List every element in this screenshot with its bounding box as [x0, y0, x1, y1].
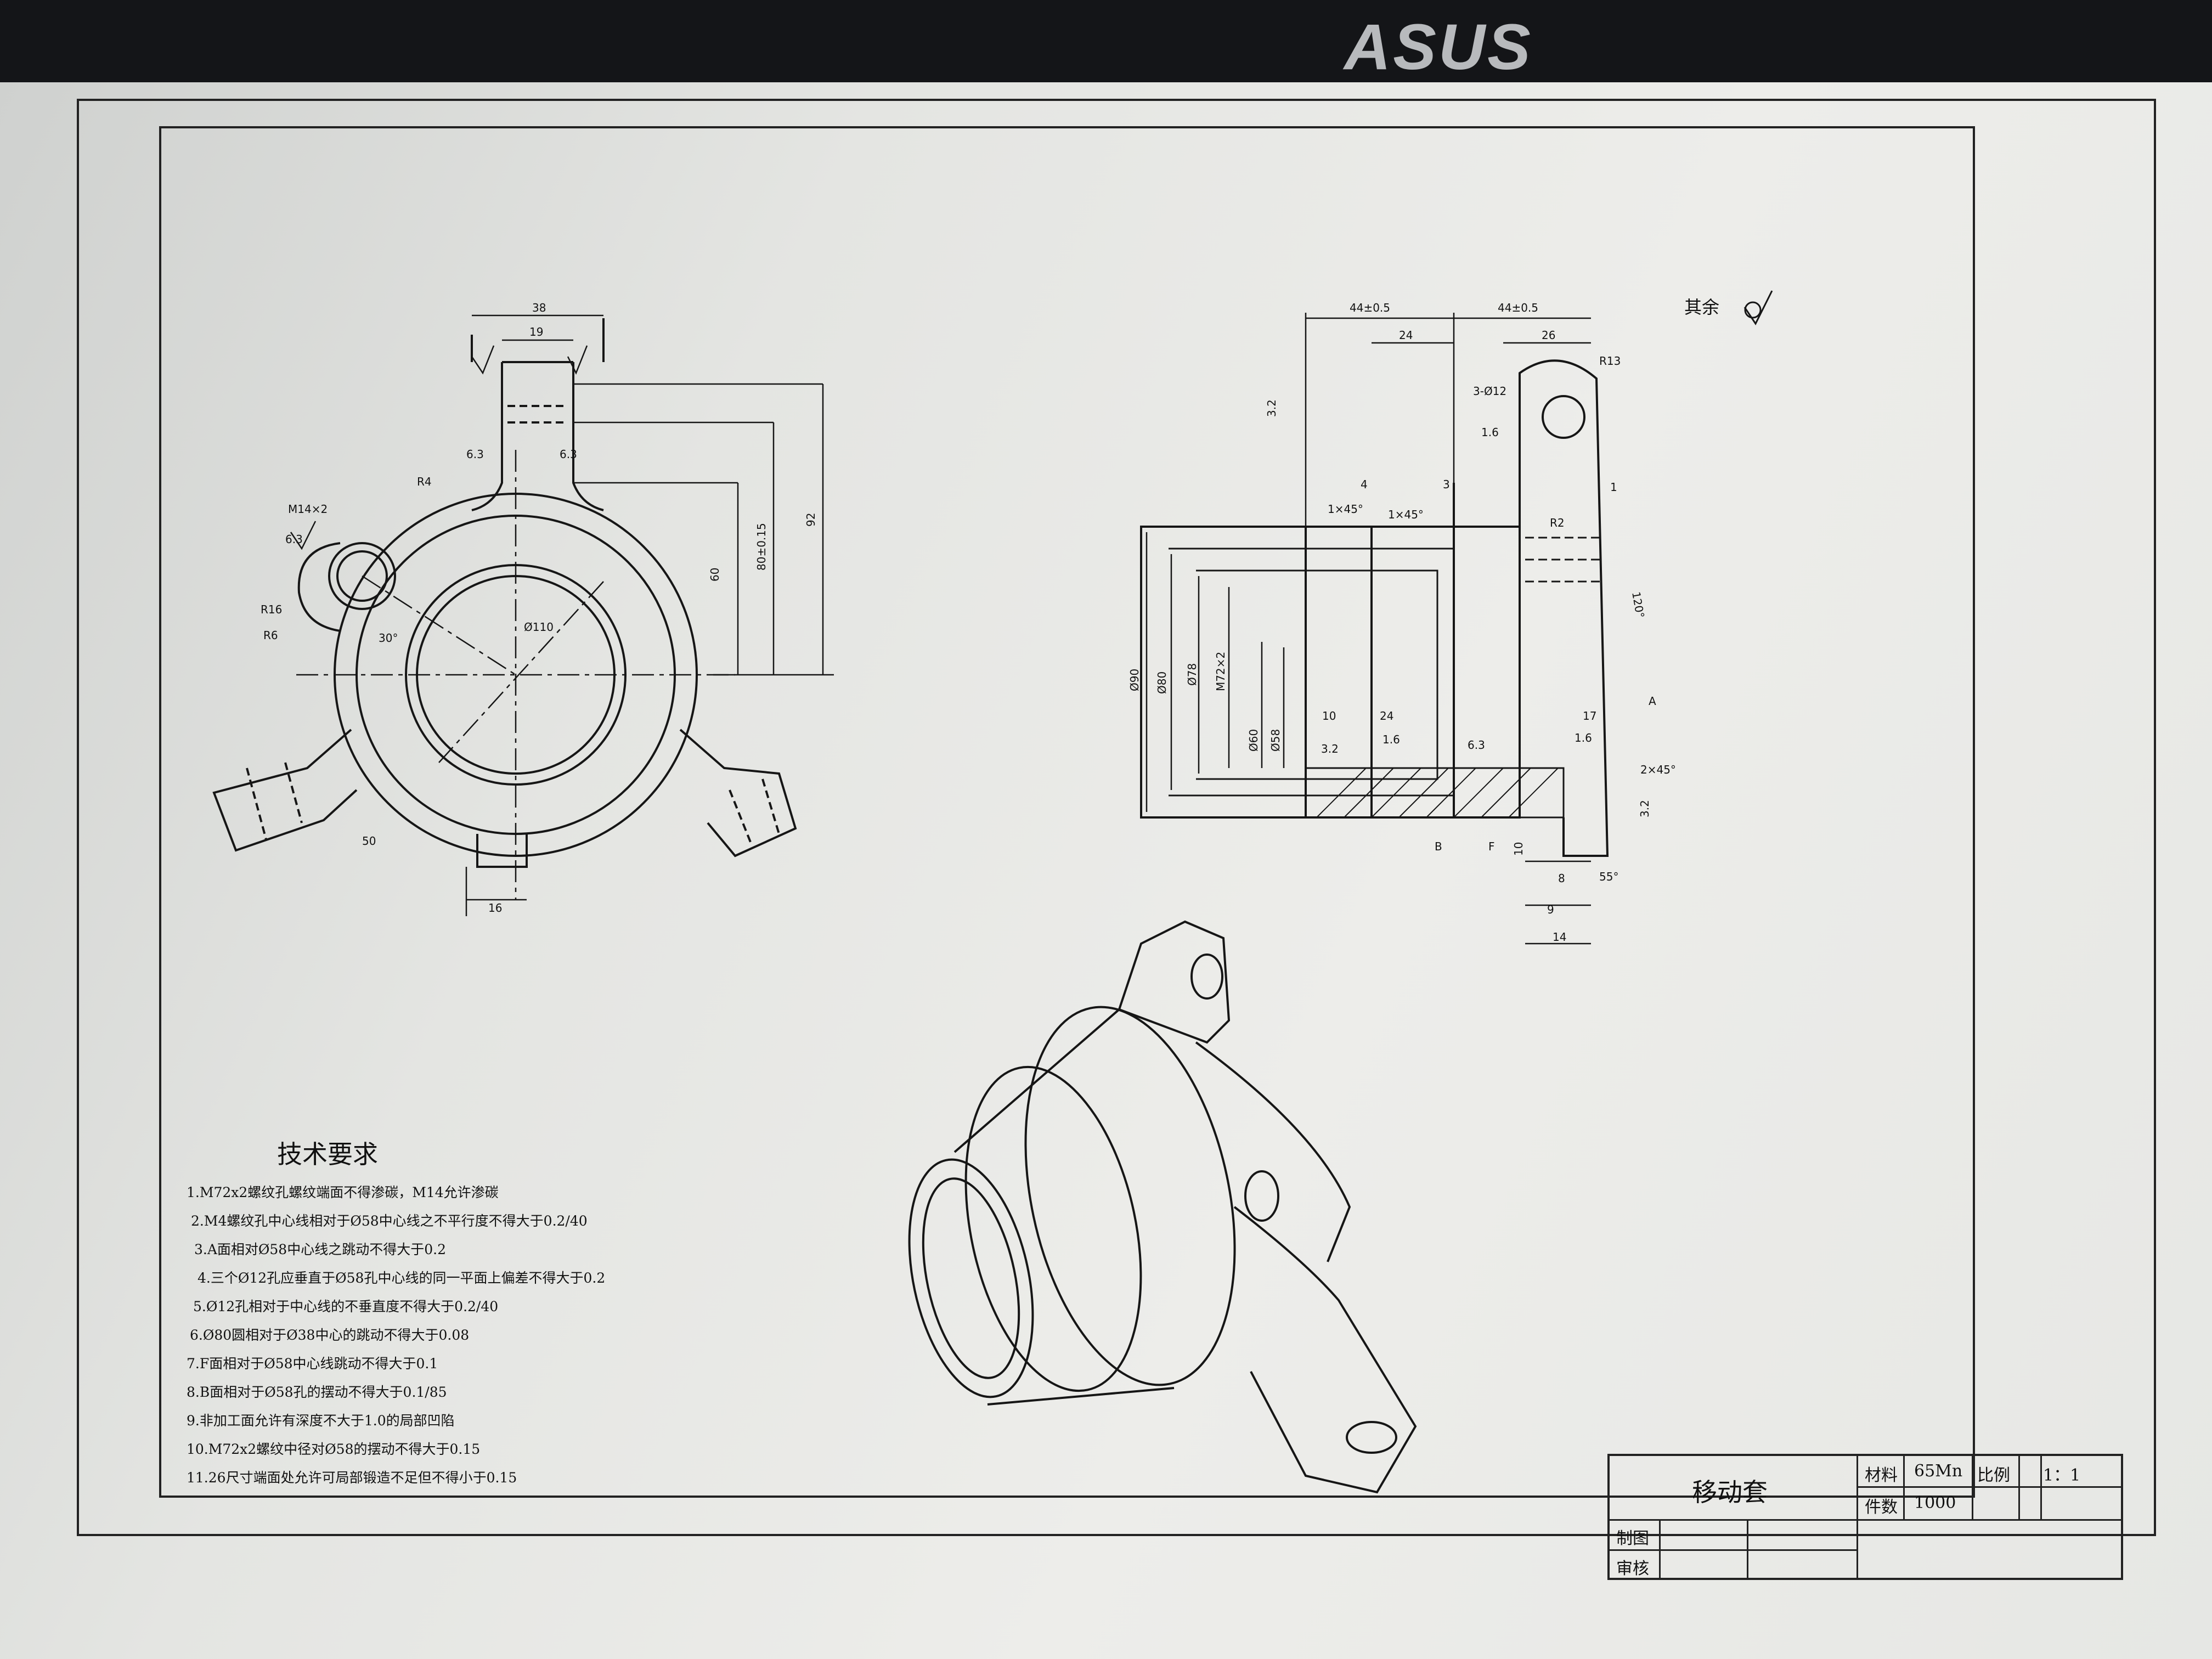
- rough-1-6-b: 1.6: [1575, 731, 1592, 744]
- datum-a: A: [1649, 695, 1656, 708]
- dim-r4: R4: [417, 475, 432, 488]
- checked-label: 审核: [1616, 1559, 1649, 1578]
- dim-3: 3: [1443, 478, 1450, 491]
- dim-chamfer-1: 1×45°: [1328, 503, 1363, 516]
- dim-26: 26: [1542, 329, 1555, 342]
- part-name: 移动套: [1692, 1477, 1768, 1507]
- side-lug-hole: [1542, 395, 1585, 439]
- tech-item: 11.26尺寸端面处允许可局部锻造不足但不得小于0.15: [187, 1470, 517, 1486]
- dim-8: 8: [1558, 872, 1565, 885]
- iso-body-edges: [953, 1008, 1175, 1406]
- sheet-border-inner: [159, 126, 1975, 1498]
- isometric-view: [908, 920, 1417, 1494]
- dim-r6: R6: [263, 629, 278, 642]
- side-lug: [1519, 359, 1609, 857]
- rough-6-3-a: 6.3: [466, 448, 484, 461]
- rough-note: 其余: [1684, 297, 1720, 318]
- tech-item: 2.M4螺纹孔中心线相对于Ø58中心线之不平行度不得大于0.2/40: [191, 1213, 588, 1229]
- iso-bore-front: [908, 1158, 1034, 1398]
- dim-dia110: Ø110: [524, 620, 554, 634]
- scale-value: 1：1: [2043, 1466, 2081, 1485]
- dim-4: 4: [1361, 478, 1368, 491]
- dim-24: 24: [1399, 329, 1413, 342]
- dim-44b: 44±0.5: [1498, 301, 1538, 314]
- sheet-border-outer: [77, 99, 2156, 1536]
- tech-item: 7.F面相对于Ø58中心线跳动不得大于0.1: [187, 1356, 438, 1372]
- dim-10b: 10: [1512, 842, 1525, 856]
- dim-17: 17: [1583, 709, 1596, 723]
- dim-9: 9: [1547, 903, 1554, 916]
- tech-item: 3.A面相对Ø58中心线之跳动不得大于0.2: [194, 1242, 446, 1257]
- left-leg: [212, 729, 358, 852]
- rough-6-3-b: 6.3: [560, 448, 577, 461]
- title-block: 移动套 材料 65Mn 比例 1：1 件数 1000 制图 审核: [1607, 1454, 2123, 1580]
- datum-b: B: [1435, 840, 1442, 853]
- dim-chamfer-2: 1×45°: [1388, 508, 1424, 521]
- dim-14: 14: [1553, 930, 1566, 944]
- iso-top-lug: [1118, 920, 1231, 1044]
- tech-item: 10.M72x2螺纹中径对Ø58的摆动不得大于0.15: [187, 1441, 481, 1457]
- right-leg: [679, 729, 797, 857]
- dim-dia78: Ø78: [1186, 663, 1199, 686]
- tech-item: 9.非加工面允许有深度不大于1.0的局部凹陷: [187, 1413, 455, 1429]
- dim-16: 16: [488, 901, 502, 915]
- dim-30deg: 30°: [379, 631, 398, 645]
- tech-item: 6.Ø80圆相对于Ø38中心的跳动不得大于0.08: [190, 1327, 470, 1343]
- dim-50: 50: [362, 834, 376, 848]
- datum-f: F: [1488, 840, 1495, 853]
- qty-value: 1000: [1914, 1493, 1956, 1513]
- dim-55deg: 55°: [1599, 870, 1618, 883]
- dim-r16: R16: [261, 603, 282, 616]
- dim-dia90: Ø90: [1128, 669, 1141, 691]
- dim-3-holes: 3-Ø12: [1473, 385, 1506, 398]
- dim-chamfer-2x45: 2×45°: [1640, 763, 1676, 776]
- material-value: 65Mn: [1914, 1462, 1963, 1481]
- drawing-sheet: [0, 82, 2212, 1659]
- dim-1: 1: [1610, 481, 1617, 494]
- dim-92: 92: [804, 513, 817, 527]
- dim-dia80: Ø80: [1155, 672, 1169, 694]
- dim-60: 60: [708, 568, 721, 582]
- side-section-view: [1140, 313, 1609, 945]
- dim-r2: R2: [1550, 516, 1565, 529]
- qty-label: 件数: [1865, 1498, 1898, 1517]
- tech-item: 1.M72x2螺纹孔螺纹端面不得渗碳，M14允许渗碳: [187, 1184, 499, 1200]
- rough-1-6: 1.6: [1481, 426, 1499, 439]
- iso-side-hole: [1244, 1170, 1279, 1222]
- rough-3-2-b: 3.2: [1265, 399, 1278, 417]
- dim-dia60: Ø60: [1247, 729, 1260, 752]
- dim-m14: M14×2: [288, 503, 328, 516]
- bottom-tab: [476, 834, 528, 868]
- dim-19: 19: [529, 325, 543, 338]
- iso-bottom-lug: [1233, 1206, 1417, 1494]
- dim-38: 38: [532, 301, 546, 314]
- tech-item: 8.B面相对于Ø58孔的摆动不得大于0.1/85: [187, 1384, 447, 1400]
- laptop-bezel: ASUS: [0, 0, 2212, 93]
- dim-m72: M72×2: [1214, 652, 1227, 691]
- tech-item: 5.Ø12孔相对于中心线的不垂直度不得大于0.2/40: [193, 1299, 499, 1314]
- rough-6-3: 6.3: [1468, 738, 1485, 752]
- scale-label: 比例: [1977, 1466, 2010, 1485]
- rough-1-6-a: 1.6: [1383, 733, 1400, 746]
- tech-requirements-title: 技术要求: [277, 1139, 378, 1169]
- asus-logo: ASUS: [1344, 11, 1533, 83]
- tech-requirements-list: 1.M72x2螺纹孔螺纹端面不得渗碳，M14允许渗碳 2.M4螺纹孔中心线相对于…: [187, 1178, 605, 1492]
- drawn-label: 制图: [1616, 1529, 1649, 1548]
- dim-80: 80±0.15: [755, 523, 768, 571]
- front-view: [212, 314, 834, 916]
- rough-6-3-c: 6.3: [285, 533, 303, 546]
- tech-item: 4.三个Ø12孔应垂直于Ø58孔中心线的同一平面上偏差不得大于0.2: [198, 1270, 606, 1286]
- dim-dia58: Ø58: [1269, 729, 1282, 752]
- material-label: 材料: [1865, 1466, 1898, 1485]
- dim-24b: 24: [1380, 709, 1393, 723]
- rough-3-2-a: 3.2: [1321, 742, 1339, 755]
- roughness-symbol: [1743, 290, 1773, 325]
- rough-3-2-c: 3.2: [1638, 800, 1651, 817]
- m14-hole: [328, 542, 396, 610]
- dim-r13: R13: [1599, 354, 1621, 368]
- dim-10: 10: [1322, 709, 1336, 723]
- dim-120deg: 120°: [1629, 591, 1647, 619]
- dim-44a: 44±0.5: [1350, 301, 1390, 314]
